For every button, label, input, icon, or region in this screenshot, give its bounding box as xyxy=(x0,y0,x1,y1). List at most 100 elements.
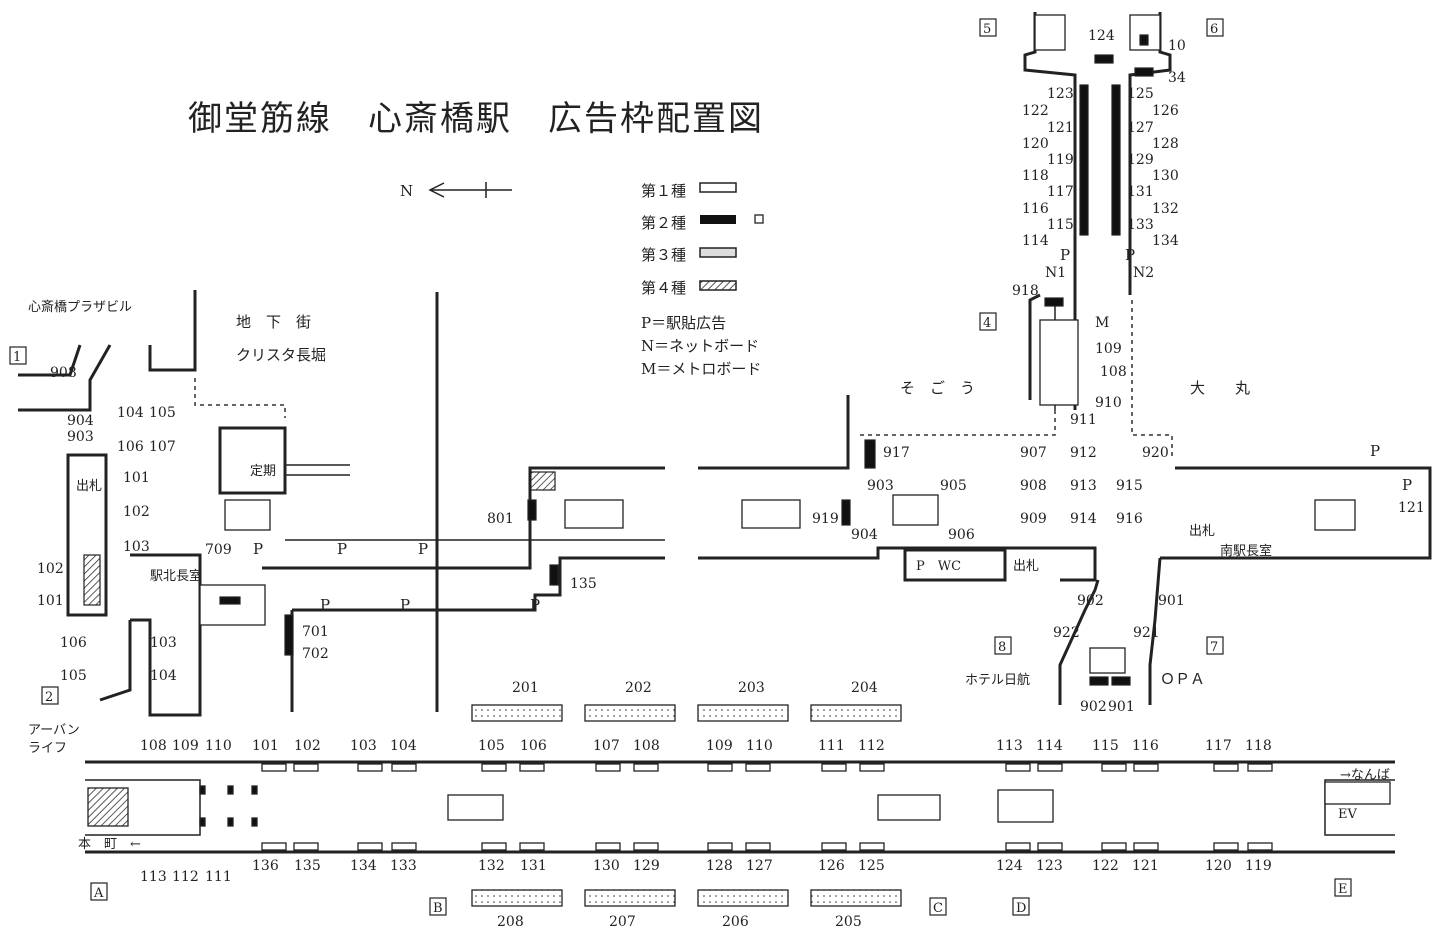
platform-bottom-number: 135 xyxy=(294,858,321,874)
concourse-ad-number: 918 xyxy=(1012,283,1039,299)
concourse-ad-number: 901 xyxy=(1108,699,1135,715)
exit-8: 8 xyxy=(998,640,1006,655)
corridor-ad-number: 123 xyxy=(1047,86,1074,102)
concourse-ad-number: 901 xyxy=(1158,593,1185,609)
legend-type3: 第３種 xyxy=(641,246,686,264)
platform-ad-bottom xyxy=(1005,842,1031,851)
platform-ad-top xyxy=(1133,763,1159,772)
platform-small-ad xyxy=(227,785,234,795)
legend-type4: 第４種 xyxy=(641,279,686,297)
concourse-ad-number: 911 xyxy=(1070,412,1097,428)
section-A: A xyxy=(93,886,104,901)
corridor-ad-number: 133 xyxy=(1127,217,1154,233)
platform-ad-bottom xyxy=(293,842,319,851)
platform-ad-top xyxy=(1037,763,1063,772)
platform-small-ad xyxy=(199,817,206,827)
concourse-ad-number: 908 xyxy=(50,365,77,381)
wide-bottom-labels: 208 207 206 205 xyxy=(497,914,862,928)
concourse-ad-number: 106 xyxy=(117,439,144,455)
concourse-ad-number: 915 xyxy=(1116,478,1143,494)
concourse-ad-number: 913 xyxy=(1070,478,1097,494)
platform-bottom-number: 132 xyxy=(478,858,505,874)
concourse-ad-number: 904 xyxy=(851,527,878,543)
label-ticket-gate-sw: 出札 xyxy=(76,479,102,494)
platform-bottom-number: 129 xyxy=(633,858,660,874)
wide-top-label: 201 xyxy=(512,680,539,696)
corridor-ad-number: 132 xyxy=(1152,201,1179,217)
platform-top-number: 113 xyxy=(996,738,1023,754)
label-hotel: ホテル日航 xyxy=(965,672,1030,688)
platform-ad-bottom xyxy=(391,842,417,851)
corridor-ad-number: 120 xyxy=(1022,136,1049,152)
concourse-ad-number: 102 xyxy=(37,561,64,577)
concourse-ad-number: 103 xyxy=(150,635,177,651)
corridor-ad-number: 121 xyxy=(1047,120,1074,136)
concourse-ad-number: 917 xyxy=(883,445,910,461)
platform-ad-top xyxy=(1005,763,1031,772)
concourse-ad-number: 135 xyxy=(570,576,597,592)
exit-5: 5 xyxy=(983,22,991,37)
exit-5-box xyxy=(979,18,997,37)
platform-small-ad xyxy=(227,817,234,827)
platform-top-number: 110 xyxy=(746,738,773,754)
concourse-ad-number: 107 xyxy=(149,439,176,455)
exit-4-box xyxy=(979,312,997,331)
stairs xyxy=(87,14,1391,827)
platform-top-number: 105 xyxy=(478,738,505,754)
exit-2-box xyxy=(41,686,59,705)
platform-ad-top xyxy=(357,763,383,772)
exit-2: 2 xyxy=(45,690,53,705)
concourse-ad-number: 104 xyxy=(150,668,177,684)
wide-ad-panels xyxy=(471,704,902,907)
concourse-ad-number: 101 xyxy=(123,470,150,486)
poster-ad-label: P xyxy=(1060,246,1070,264)
concourse-ad-number: 922 xyxy=(1053,625,1080,641)
platform-top-number: 112 xyxy=(858,738,885,754)
exit-7-box xyxy=(1206,636,1224,655)
platform-ad-top xyxy=(391,763,417,772)
corridor-ad-number: 117 xyxy=(1047,184,1074,200)
platform-ad-top xyxy=(1101,763,1127,772)
legend-type2-swatch xyxy=(700,215,736,224)
concourse-ad-number: 916 xyxy=(1116,511,1143,527)
platform-bottom-number: 111 xyxy=(205,869,232,885)
section-B: B xyxy=(433,901,443,916)
exit-1-box xyxy=(9,346,27,365)
platform-bottom-number: 131 xyxy=(520,858,547,874)
platform-ad-bottom xyxy=(1037,842,1063,851)
platform-ad-bottom xyxy=(1247,842,1273,851)
platform-ad-bottom xyxy=(633,842,659,851)
platform-ad-bottom xyxy=(595,842,621,851)
label-ticket-gate-south: 出札 xyxy=(1189,524,1215,539)
exit-7: 7 xyxy=(1210,640,1218,655)
corridor-ad-number: 119 xyxy=(1047,152,1074,168)
concourse-ad-number: 709 xyxy=(205,542,232,558)
corridor-ad-number: 126 xyxy=(1152,103,1179,119)
label-wc: P WC xyxy=(916,559,961,574)
label-plaza-building: 心斎橋プラザビル xyxy=(28,299,132,315)
legend-n-note: N＝ネットボード xyxy=(641,337,759,355)
platform-ad-bottom xyxy=(481,842,507,851)
platform-ad-bottom xyxy=(1213,842,1239,851)
poster-ad-label: P xyxy=(253,540,263,558)
concourse-ad-number: 906 xyxy=(948,527,975,543)
corridor-ad-number: 115 xyxy=(1047,217,1074,233)
concourse-ad-number: 103 xyxy=(123,539,150,555)
concourse-ad-number: 108 xyxy=(1100,364,1127,380)
section-A-box xyxy=(90,882,108,901)
platform-small-ad xyxy=(251,785,258,795)
corridor-ad-number: 125 xyxy=(1127,86,1154,102)
platform-bottom-number: 125 xyxy=(858,858,885,874)
corridor-ad-number: 134 xyxy=(1152,233,1179,249)
legend-p-note: P＝駅貼広告 xyxy=(641,314,726,332)
map-title: 御堂筋線 心斎橋駅 広告枠配置図 xyxy=(188,99,764,139)
exit-4: 4 xyxy=(983,316,991,331)
corridor-ad-number: 127 xyxy=(1127,120,1154,136)
platform-bottom-number: 133 xyxy=(390,858,417,874)
platform-ad-bottom xyxy=(1101,842,1127,851)
corridor-ad-number: 116 xyxy=(1022,201,1049,217)
label-ev: EV xyxy=(1338,807,1357,822)
concourse-ad-number: 903 xyxy=(67,429,94,445)
poster-ad-label: P xyxy=(320,596,330,614)
